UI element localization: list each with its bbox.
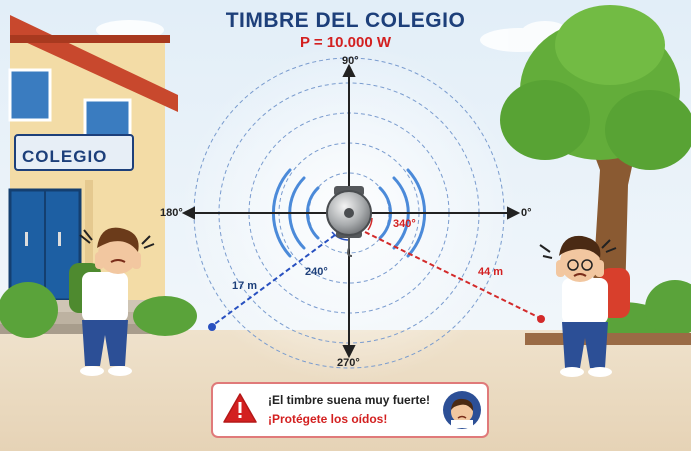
angle-label-left: 180° [160,207,183,219]
angle-arc-right [367,217,373,231]
warning-advice: ¡Protégete los oídos! [268,412,388,426]
student-avatar-icon [443,391,481,429]
distance-line-left [211,234,336,327]
distance-label-right: 44 m [478,266,504,278]
angle-label-right-student: 340° [393,218,416,230]
bell-icon [326,186,372,257]
angle-label-top: 90° [342,55,359,67]
student-right [539,235,630,377]
right-student-point [537,315,545,323]
distance-line-right [364,231,541,319]
garden-border [525,333,691,345]
left-student-point [208,323,216,331]
warning-icon [223,393,257,423]
angle-label-bottom: 270° [337,357,360,369]
distance-label-left: 17 m [232,280,258,292]
main-title: TIMBRE DEL COLEGIO [225,9,466,32]
power-label: P = 10.000 W [299,34,392,51]
angle-label-left-student: 240° [305,266,328,278]
angle-label-right: 0° [521,207,532,219]
warning-box: ¡El timbre suena muy fuerte! ¡Protégete … [211,382,489,438]
student-left [69,227,155,376]
warning-message: ¡El timbre suena muy fuerte! [268,393,431,407]
school-sign: COLEGIO [22,147,108,166]
